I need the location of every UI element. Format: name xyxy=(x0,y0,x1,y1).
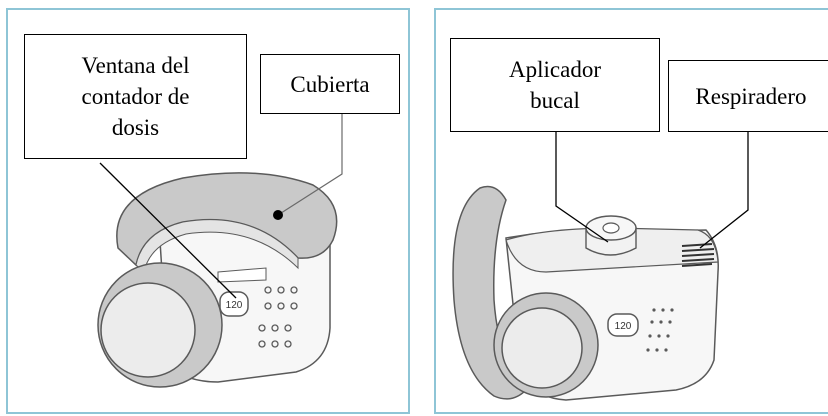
cap-wheel-face xyxy=(100,282,196,378)
vent-dots xyxy=(646,308,674,352)
leader-line-vent xyxy=(699,132,749,249)
vent-dots xyxy=(258,286,298,348)
vent-grille xyxy=(681,243,715,267)
mouthpiece-hole xyxy=(602,222,620,234)
dose-counter-window xyxy=(219,291,249,317)
dose-counter-text: 120 xyxy=(226,300,243,311)
cover-edge xyxy=(135,219,299,273)
dose-counter-window xyxy=(607,313,639,337)
callout-line: Cubierta xyxy=(290,71,370,97)
leader-line-mouthpiece xyxy=(555,132,609,243)
callout-dose-counter-window: Ventana del contador de dosis xyxy=(24,34,247,159)
callout-cover: Cubierta xyxy=(260,54,400,114)
leader-line-dose-counter xyxy=(99,162,237,299)
callout-line: Ventana del xyxy=(81,53,190,78)
cap-wheel-face xyxy=(501,307,583,389)
callout-vent: Respiradero xyxy=(668,60,828,132)
callout-line: Aplicador xyxy=(509,57,601,82)
leader-line-cover xyxy=(277,114,343,216)
dose-counter-text: 120 xyxy=(615,321,632,332)
callout-line: Respiradero xyxy=(695,83,807,109)
callout-line: dosis xyxy=(111,115,160,140)
panel-closed-inhaler: 120 Ventana del contador de dosis Cubier… xyxy=(6,8,410,414)
panel-open-inhaler: 120 Aplicador bucal Respiradero xyxy=(434,8,828,414)
body-slot xyxy=(217,267,267,283)
open-inhaler-illustration: 120 xyxy=(452,132,749,401)
callout-mouthpiece: Aplicador bucal xyxy=(450,38,660,132)
callout-line: contador de xyxy=(81,84,190,109)
closed-inhaler-illustration: 120 xyxy=(97,114,343,388)
leader-dot-cover xyxy=(273,210,283,220)
callout-line: bucal xyxy=(530,88,580,113)
